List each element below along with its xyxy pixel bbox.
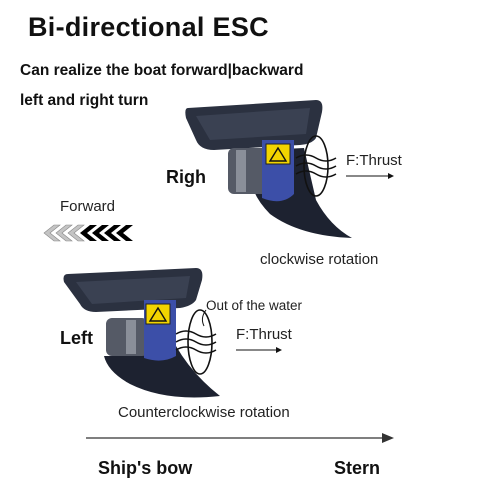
right-thrust-label: F:Thrust xyxy=(346,152,402,169)
subtitle-line-1: Can realize the boat forward|backward xyxy=(20,62,304,79)
forward-chevrons-light xyxy=(43,224,85,242)
stern-label: Stern xyxy=(334,458,381,478)
page-title: Bi-directional ESC xyxy=(28,12,269,42)
ships-bow-label: Ship's bow xyxy=(98,458,193,478)
forward-label: Forward xyxy=(60,198,116,215)
left-unit-label: Left xyxy=(60,328,93,348)
left-thrust-label: F:Thrust xyxy=(236,326,292,343)
out-of-water-label: Out of the water xyxy=(206,298,303,313)
right-rotation-label: clockwise rotation xyxy=(260,251,379,268)
forward-chevrons-dark xyxy=(80,225,133,241)
left-rotation-label: Counterclockwise rotation xyxy=(118,404,290,421)
subtitle-line-2: left and right turn xyxy=(20,92,149,109)
right-unit-label: Righ xyxy=(166,167,206,187)
